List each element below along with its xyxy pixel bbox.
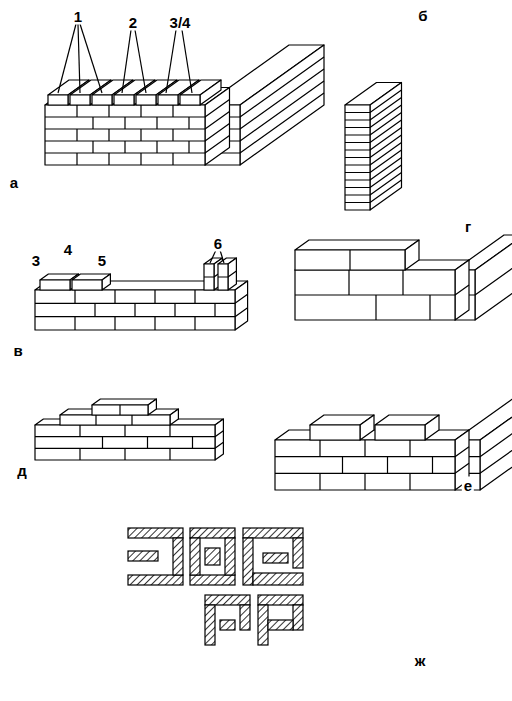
plan-section: [205, 595, 250, 645]
figure-letter: б: [416, 7, 429, 24]
brick-block: [205, 45, 324, 165]
brick-stroke: [128, 528, 183, 538]
brick-stroke: [425, 415, 439, 440]
figure-letter: д: [15, 462, 29, 479]
brick-stroke: [173, 538, 183, 575]
brick-block: [375, 415, 439, 440]
brick-stroke: [243, 528, 303, 538]
brick-block: [218, 258, 236, 290]
brick-stroke: [225, 538, 235, 575]
brick-stroke: [405, 240, 419, 270]
brick-block: [345, 83, 402, 211]
brick-stroke: [136, 95, 156, 105]
figure-letter: ж: [413, 652, 428, 669]
brick-stroke: [72, 280, 102, 290]
brick-block: [275, 430, 469, 490]
brick-stroke: [114, 95, 134, 105]
brick-stroke: [40, 280, 70, 290]
brick-stroke: [92, 399, 156, 405]
brick-stroke: [243, 538, 253, 585]
brick-stroke: [375, 425, 425, 440]
brick-stroke: [258, 595, 303, 605]
brick-block: [295, 240, 419, 270]
brick-stroke: [295, 270, 469, 320]
brick-stroke: [295, 250, 405, 270]
plan-section: [190, 528, 235, 585]
brick-stroke: [480, 395, 512, 490]
brick-stroke: [45, 105, 205, 165]
brick-stroke: [275, 440, 469, 490]
brick-stroke: [158, 95, 178, 105]
brick-stroke: [205, 605, 215, 645]
brick-stroke: [360, 415, 374, 440]
brick-stroke: [310, 425, 360, 440]
brick-stroke: [235, 281, 248, 330]
brick-stroke: [102, 274, 110, 290]
brick-stroke: [70, 95, 90, 105]
brick-stroke: [200, 80, 221, 105]
brick-block: [455, 235, 512, 320]
brick-stroke: [220, 620, 235, 630]
brick-stroke: [128, 575, 183, 585]
brick-stroke: [128, 551, 158, 561]
plan-section: [128, 528, 183, 585]
brick-stroke: [293, 605, 303, 630]
brick-stroke: [60, 415, 170, 425]
brick-stroke: [170, 409, 178, 425]
callout-number: 5: [96, 252, 108, 269]
callout-number: 4: [62, 241, 74, 258]
brick-stroke: [205, 548, 220, 565]
brick-stroke: [190, 528, 235, 538]
callout-number: 2: [127, 14, 139, 31]
brick-stroke: [258, 605, 268, 645]
brick-block: [92, 399, 156, 415]
brick-stroke: [295, 240, 419, 250]
figure-letter: в: [11, 342, 24, 359]
figure-letter: е: [462, 477, 474, 494]
brick-stroke: [35, 290, 248, 330]
callout-number: 6: [212, 235, 224, 252]
callout-number: 3/4: [168, 14, 193, 31]
brick-stroke: [190, 538, 200, 575]
brick-stroke: [475, 235, 512, 320]
brick-stroke: [190, 575, 235, 585]
callout-number: 1: [72, 8, 84, 25]
plan-section: [258, 595, 303, 645]
brick-stroke: [48, 95, 68, 105]
brick-block: [72, 274, 110, 290]
brick-stroke: [92, 95, 112, 105]
brick-stroke: [215, 419, 223, 460]
figure-letter: г: [463, 218, 473, 235]
brick-stroke: [35, 425, 223, 460]
brick-stroke: [240, 45, 324, 165]
brick-stroke: [45, 100, 230, 166]
leader-lines: [58, 24, 224, 263]
brick-stroke: [119, 405, 120, 415]
brick-stroke: [345, 90, 402, 203]
brick-stroke: [218, 271, 236, 277]
brick-stroke: [180, 95, 200, 105]
brick-stroke: [240, 605, 250, 630]
brick-stroke: [148, 399, 156, 415]
brick-stroke: [96, 415, 132, 425]
brick-block: [310, 415, 374, 440]
figure-letter: а: [8, 174, 20, 191]
brick-stroke: [268, 620, 293, 630]
brick-block: [180, 80, 221, 105]
brick-stroke: [263, 553, 288, 563]
plan-section: [243, 528, 303, 585]
brick-stroke: [293, 538, 303, 568]
brick-stroke: [349, 250, 350, 270]
callout-number: 3: [30, 252, 42, 269]
brick-stroke: [205, 595, 250, 605]
brick-stroke: [253, 573, 303, 585]
brick-stroke: [92, 405, 148, 415]
